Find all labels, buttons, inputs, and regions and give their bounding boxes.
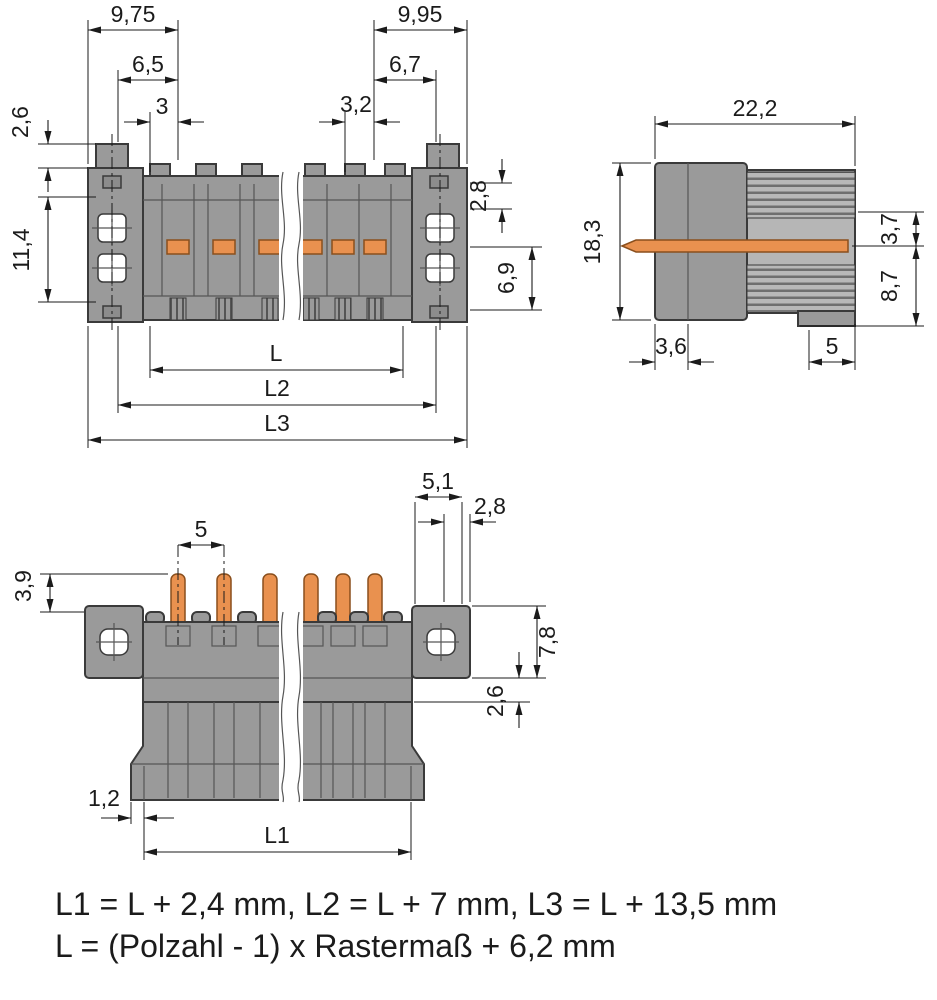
dim-label: 6,7	[389, 51, 421, 77]
dim-label: 1,2	[88, 785, 120, 811]
dim-pin-pitch: 5	[178, 516, 224, 549]
pin-posts	[170, 573, 383, 637]
dim-label: 9,75	[111, 1, 156, 27]
bottom-view-dimensions: 5,1 2,8 5 3,9 7,8	[10, 468, 560, 860]
dim-label: 18,3	[579, 220, 605, 265]
dim-label: 3	[156, 93, 169, 119]
dim-length-l1: L1	[143, 802, 412, 860]
screw-cross-icon	[423, 623, 459, 661]
dim-label: 7,8	[534, 626, 560, 658]
dim-pin-length: 3,9	[10, 570, 168, 613]
dim-flange-width-right: 9,95	[373, 1, 468, 164]
screw-cross-icon	[96, 623, 132, 661]
dim-label: 5	[826, 333, 839, 359]
dim-bottom-offset-right: 6,9	[470, 246, 542, 311]
dim-label: 11,4	[8, 228, 34, 271]
dim-label: 6,5	[132, 51, 164, 77]
dim-l-offset-right: 3,2	[319, 91, 400, 172]
side-contact-pin	[620, 239, 849, 253]
dim-flange-offset: 5,1	[414, 468, 463, 604]
dim-latch-height: 2,6	[7, 106, 96, 192]
front-view-shapes	[87, 134, 468, 334]
flange-centerlines	[111, 134, 441, 334]
mounting-flange-left	[87, 167, 144, 323]
front-view-dimensions: 9,75 6,5 3 9,95 6,7	[7, 1, 542, 448]
dim-label: 2,6	[482, 685, 508, 717]
formula-line-2: L = (Polzahl - 1) x Rastermaß + 6,2 mm	[55, 928, 616, 964]
dim-label: 3,6	[655, 333, 687, 359]
latch-tab-right	[426, 143, 460, 171]
dim-foot-width: 5	[808, 324, 856, 370]
hood-ledge	[131, 763, 424, 800]
dim-label: 3,7	[876, 213, 902, 245]
dim-pin-offset-top: 3,7	[852, 211, 924, 247]
dim-label: 22,2	[733, 95, 778, 121]
hood	[130, 701, 425, 801]
dim-body-height: 2,6	[414, 652, 530, 728]
dim-flange-span: 11,4	[8, 196, 96, 303]
housing-inner-edges	[143, 199, 412, 297]
dim-length-l: L	[149, 326, 404, 378]
bottom-view: 5,1 2,8 5 3,9 7,8	[10, 468, 560, 860]
formula-block: L1 = L + 2,4 mm, L2 = L + 7 mm, L3 = L +…	[55, 886, 777, 964]
dim-pin-offset-bottom: 8,7	[800, 246, 924, 327]
side-view: 22,2 18,3 3,7 8,7 3,6	[579, 95, 924, 370]
dim-label: 3,2	[340, 91, 372, 117]
dim-label: L	[270, 340, 283, 366]
dim-wall-thickness: 1,2	[88, 785, 174, 824]
side-foot	[797, 310, 856, 327]
dim-label: L1	[264, 822, 290, 848]
contact-tabs	[166, 239, 387, 255]
dim-label: 5	[195, 516, 208, 542]
dim-flange-width-left: 9,75	[87, 1, 179, 164]
top-teeth	[149, 163, 406, 177]
dim-label: 2,6	[7, 106, 33, 138]
pin-centerlines	[177, 545, 225, 645]
dim-l-offset-left: 3	[124, 93, 204, 172]
dim-length-l3: L3	[87, 326, 468, 448]
dim-label: 8,7	[876, 270, 902, 302]
shroud-ribs-bottom	[746, 264, 856, 312]
shroud-ribs-top	[746, 171, 856, 219]
dim-total-width: 22,2	[654, 95, 856, 166]
bottom-body	[142, 621, 413, 703]
dim-top-offset-right: 2,8	[465, 159, 512, 233]
dim-l2-offset-left: 6,5	[117, 51, 178, 142]
dim-label: 3,9	[10, 570, 36, 602]
dim-total-height: 18,3	[579, 162, 651, 321]
dim-label: 9,95	[398, 1, 443, 27]
formula-line-1: L1 = L + 2,4 mm, L2 = L + 7 mm, L3 = L +…	[55, 886, 777, 922]
dim-label: 2,8	[474, 493, 506, 519]
side-view-dimensions: 22,2 18,3 3,7 8,7 3,6	[579, 95, 924, 370]
dim-label: 5,1	[422, 468, 454, 494]
break-lines	[279, 560, 303, 806]
dim-flange-height: 7,8	[472, 605, 560, 679]
dim-label: L2	[264, 375, 290, 401]
dim-length-l2: L2	[117, 326, 437, 413]
dim-label: 6,9	[493, 262, 519, 294]
dim-l2-offset-right: 6,7	[374, 51, 437, 142]
bottom-view-shapes	[84, 545, 471, 806]
dim-label: 2,8	[465, 180, 491, 212]
break-lines	[279, 170, 303, 324]
front-view: 9,75 6,5 3 9,95 6,7	[7, 1, 542, 448]
dim-label: L3	[264, 410, 290, 436]
dim-front-depth: 3,6	[629, 324, 714, 370]
dim-edge-offset: 2,8	[418, 493, 506, 602]
